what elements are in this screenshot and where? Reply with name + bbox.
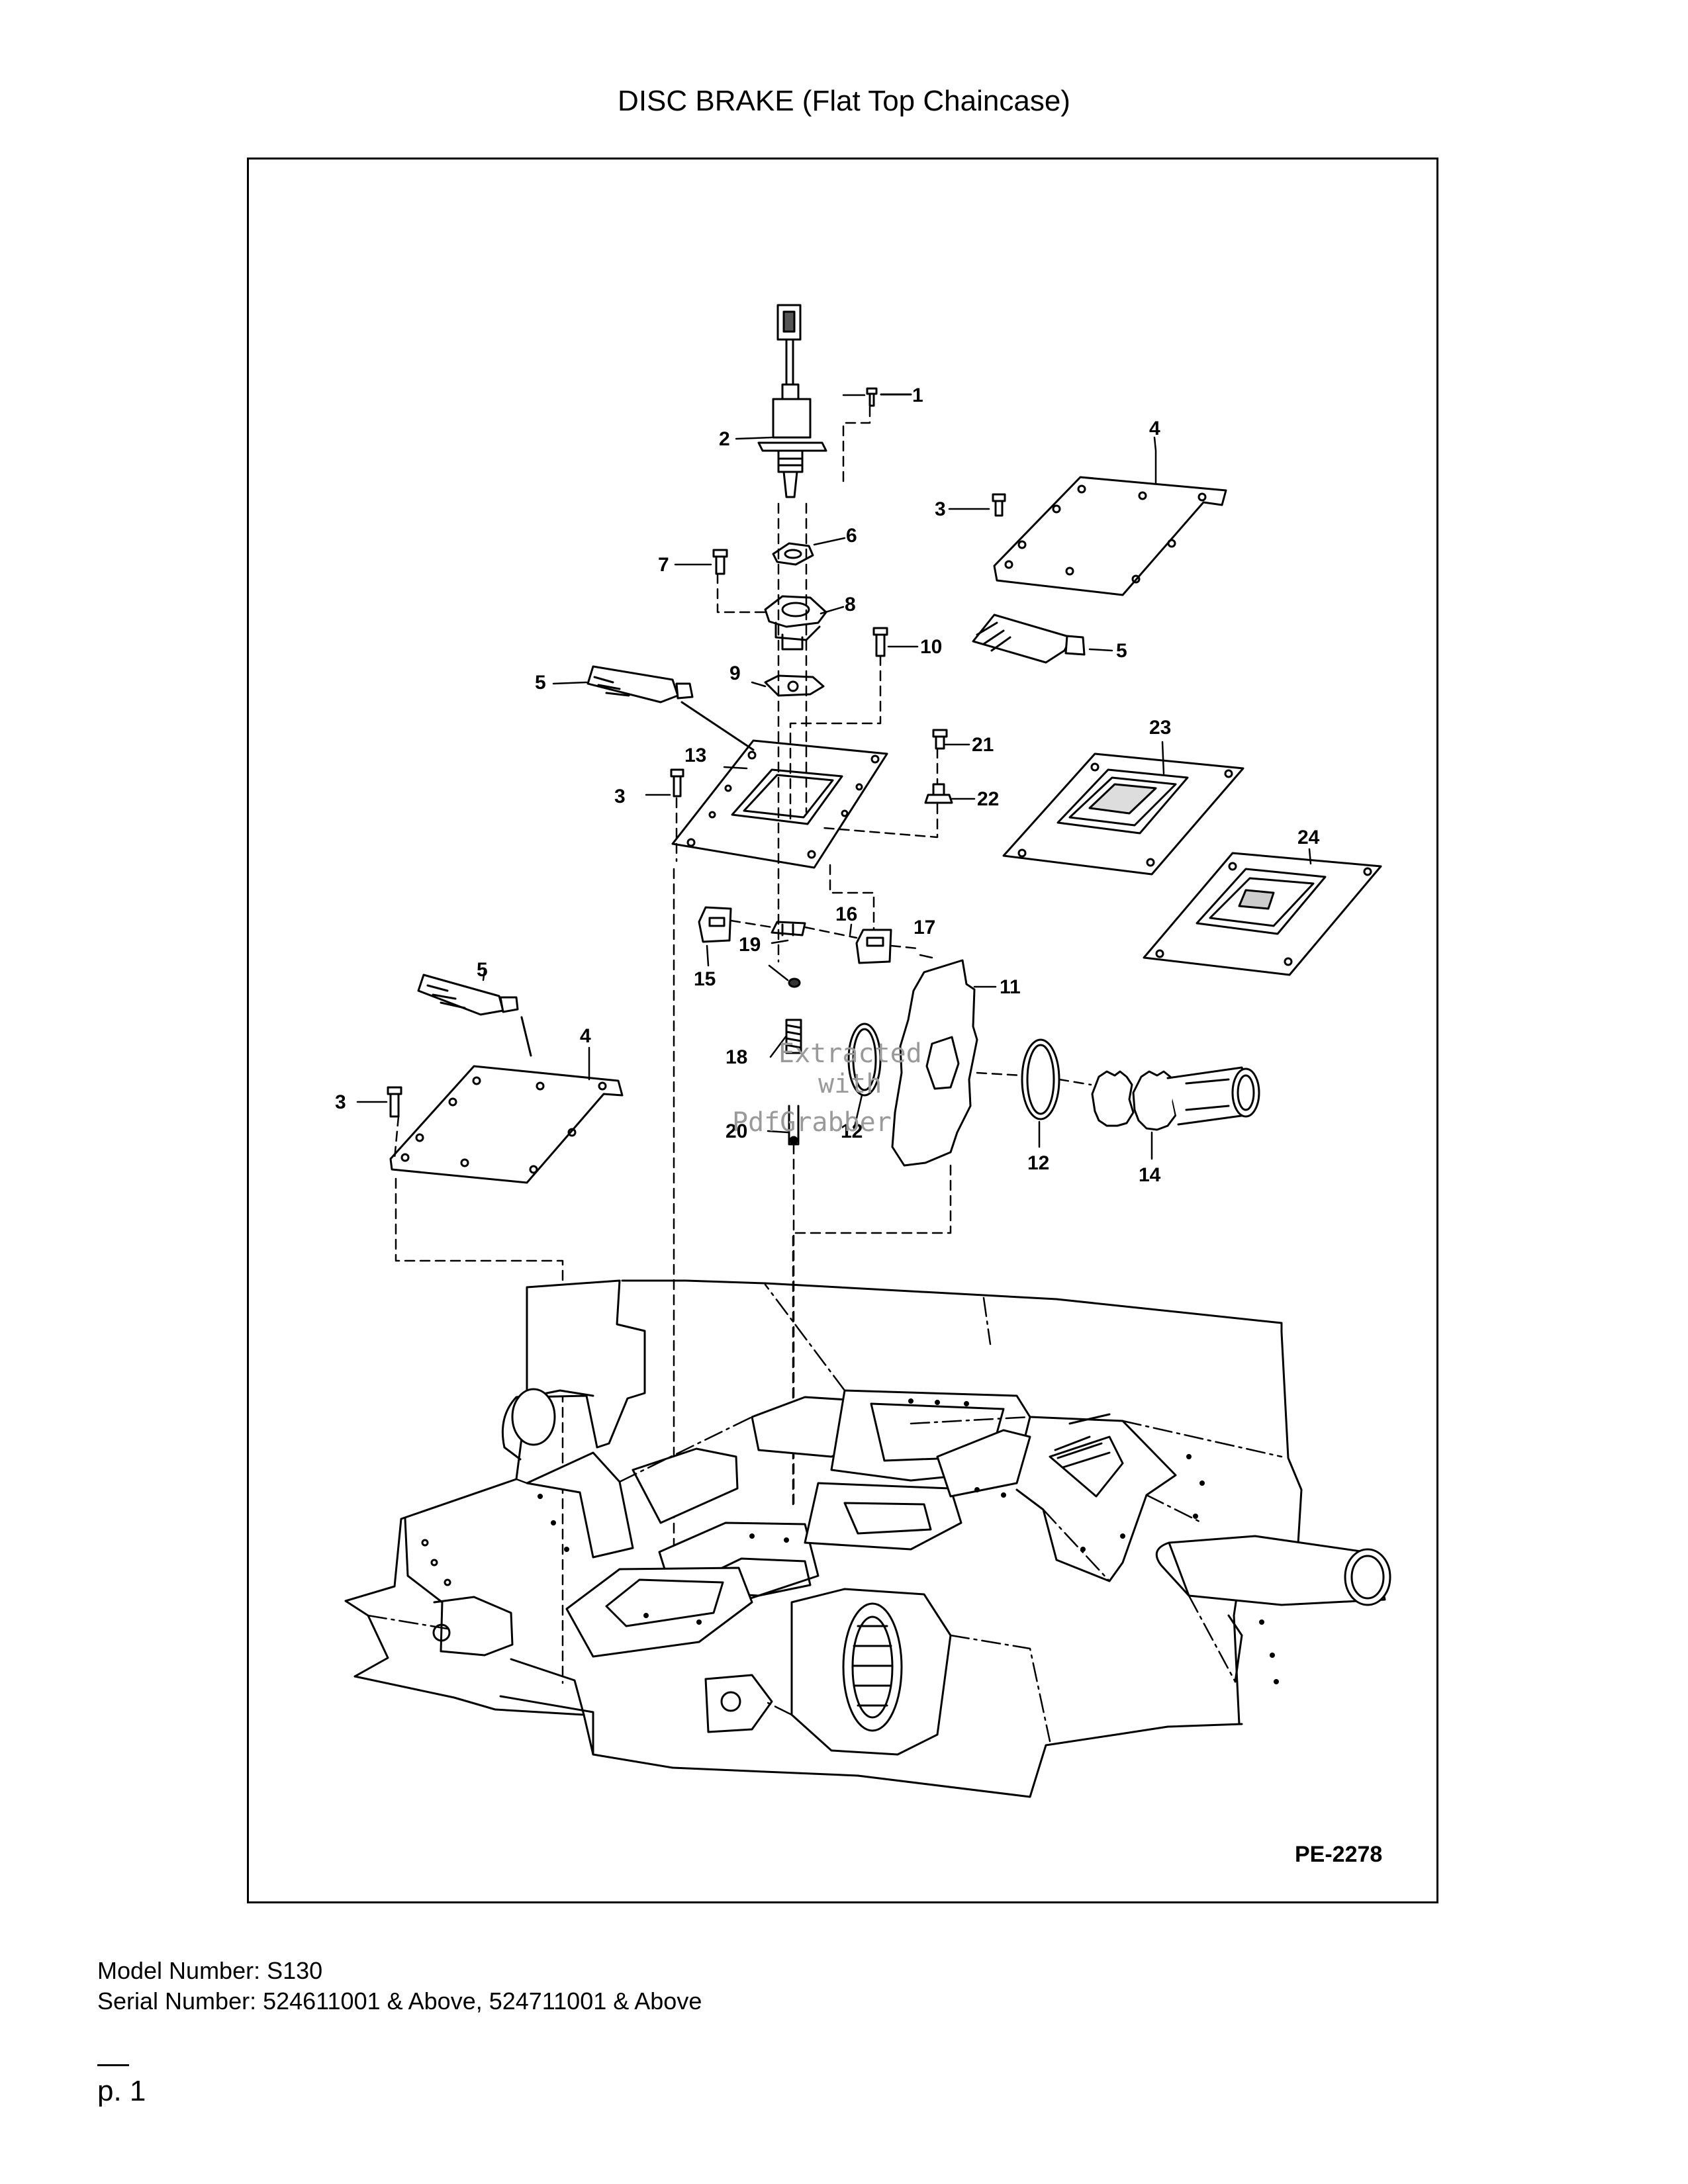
gasket-plate-part-24: [1143, 852, 1382, 976]
exploded-parts-diagram: 1 2 3 4 6 7 8 5 10 5 9 21 13 23 3 22 24 …: [335, 304, 1391, 1867]
callout-4-lower: 4: [580, 1025, 591, 1047]
cover-part-4-lower: [389, 1065, 624, 1184]
chaincase-frame: [344, 1279, 1391, 1798]
callout-12-left: 12: [841, 1120, 863, 1142]
callout-labels: 1 2 3 4 6 7 8 5 10 5 9 21 13 23 3 22 24 …: [335, 385, 1320, 1186]
bolt-part-7: [712, 549, 728, 575]
callout-8: 8: [845, 594, 856, 615]
snap-ring-part-12-left: [847, 1023, 882, 1097]
bolt-part-1: [866, 387, 878, 407]
callout-13: 13: [684, 745, 706, 766]
watermark-line-3: PdfGrabber: [732, 1107, 892, 1138]
callout-4-top: 4: [1149, 418, 1160, 439]
callout-3-top: 3: [935, 498, 946, 520]
callout-10: 10: [920, 636, 942, 658]
ball-part-19: [788, 978, 801, 988]
callout-15: 15: [694, 968, 716, 990]
callout-14: 14: [1139, 1164, 1161, 1186]
callout-3-middle: 3: [614, 786, 626, 807]
assembly-lines: [393, 406, 1092, 1684]
callout-5-left: 5: [535, 672, 546, 694]
callout-12-right: 12: [1027, 1152, 1049, 1174]
fitting-part-22: [924, 783, 953, 804]
frame-hidden-lines: [367, 1283, 1283, 1743]
page-title: DISC BRAKE (Flat Top Chaincase): [618, 85, 1070, 117]
callout-6: 6: [846, 525, 857, 547]
leader-lines: [356, 394, 1312, 1160]
callout-18: 18: [726, 1046, 747, 1068]
callout-16: 16: [835, 903, 857, 925]
valve-body-part-8: [764, 595, 827, 651]
callout-22: 22: [977, 788, 999, 810]
callout-19: 19: [739, 934, 761, 956]
solenoid-part: [757, 304, 827, 498]
callout-3-lower: 3: [335, 1091, 346, 1113]
watermark-line-2: with: [818, 1069, 882, 1099]
callout-21: 21: [972, 734, 994, 756]
model-number: Model Number: S130: [97, 1957, 323, 1984]
callout-24: 24: [1297, 827, 1320, 848]
cover-part-4-top: [993, 476, 1227, 596]
callout-20: 20: [726, 1120, 747, 1142]
page-number: p. 1: [97, 2075, 146, 2107]
sprocket-shaft-part-14: [1091, 1066, 1260, 1131]
cover-plate-part-13: [671, 739, 888, 869]
diagram-frame: 1 2 3 4 6 7 8 5 10 5 9 21 13 23 3 22 24 …: [247, 158, 1438, 1903]
callout-17: 17: [914, 917, 935, 938]
callout-5-top: 5: [1116, 640, 1127, 662]
plate-part-9: [764, 674, 825, 697]
serial-number: Serial Number: 524611001 & Above, 524711…: [97, 1987, 702, 2015]
callout-1: 1: [912, 385, 923, 406]
callout-7: 7: [658, 554, 669, 576]
bolt-part-10: [872, 627, 888, 657]
bolt-part-21: [932, 729, 948, 750]
watermark: Extracted with PdfGrabber: [732, 1038, 922, 1138]
gasket-part-6: [772, 542, 814, 566]
callout-23: 23: [1149, 717, 1171, 739]
sealant-tube-part-5-top: [972, 614, 1086, 664]
sealant-tube-part-5-left: [586, 665, 755, 751]
page-number-rule: [97, 2064, 129, 2066]
brake-pad-part-17: [855, 929, 892, 964]
watermark-line-1: Extracted: [778, 1038, 922, 1069]
callout-9: 9: [729, 662, 741, 684]
gasket-plate-part-23: [1002, 752, 1244, 876]
callout-2: 2: [719, 428, 730, 450]
brake-pad-part-15: [698, 906, 732, 943]
bolt-part-3-top: [992, 493, 1006, 517]
brake-disc-part-11: [891, 959, 978, 1167]
callout-5-lower: 5: [477, 959, 488, 981]
figure-id: PE-2278: [1295, 1842, 1382, 1867]
pin-part-16: [771, 921, 806, 936]
callout-11: 11: [1000, 976, 1021, 998]
bolt-part-3-middle: [670, 768, 684, 797]
sealant-tube-part-5-lower: [417, 974, 532, 1057]
bolt-part-3-lower: [387, 1086, 402, 1118]
